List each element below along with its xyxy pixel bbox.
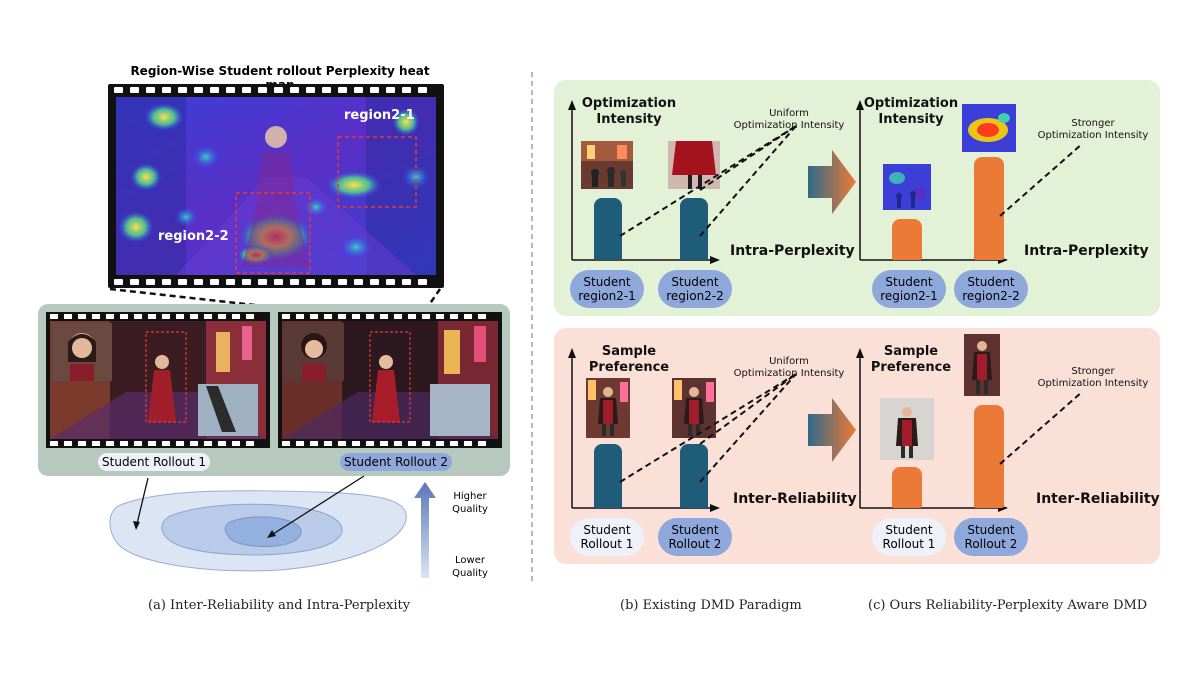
top-left-pill-1: Student region2-1 <box>570 270 644 308</box>
bottom-left-axes <box>568 348 720 512</box>
lower-quality-label: Lower Quality <box>452 555 488 579</box>
top-right-bar-2 <box>974 157 1004 260</box>
rollout-1-frame <box>46 312 270 448</box>
top-right-axes <box>856 100 1008 264</box>
quality-landscape <box>109 475 407 572</box>
top-right-bar-1 <box>892 219 922 260</box>
top-right-dashed-line <box>999 143 1083 217</box>
top-left-y-title: Optimization Intensity <box>581 96 677 127</box>
top-left-thumb-2 <box>668 141 720 189</box>
top-right-thumb-2 <box>962 104 1016 152</box>
region-2-1-label: region2-1 <box>344 108 415 123</box>
bottom-left-bar-2 <box>680 444 708 508</box>
bottom-transition-arrow <box>808 398 856 462</box>
student-rollout-1-label: Student Rollout 1 <box>98 453 210 471</box>
top-right-pill-1: Student region2-1 <box>872 270 946 308</box>
top-left-axes <box>568 100 720 264</box>
quality-arrow <box>414 482 436 578</box>
bottom-right-bar-1 <box>892 467 922 508</box>
top-left-pill-2: Student region2-2 <box>658 270 732 308</box>
bottom-left-y-title: Sample Preference <box>588 344 670 375</box>
top-left-thumb-1 <box>581 141 633 189</box>
caption-c: (c) Ours Reliability-Perplexity Aware DM… <box>868 598 1148 613</box>
zoom-connector-lines <box>109 287 442 320</box>
heatmap-filmstrip: region2-1 region2-2 <box>108 84 444 288</box>
bottom-right-bar-2 <box>974 405 1004 508</box>
bottom-right-pill-1: Student Rollout 1 <box>872 518 946 556</box>
bottom-left-thumb-1 <box>586 378 630 438</box>
bottom-right-x-label: Inter-Reliability <box>1036 491 1160 507</box>
top-right-x-label: Intra-Perplexity <box>1024 243 1149 259</box>
bottom-left-dashed-lines <box>619 373 797 483</box>
bottom-right-thumb-2 <box>964 334 1000 396</box>
top-left-bar-1 <box>594 198 622 260</box>
student-rollout-2-label: Student Rollout 2 <box>340 453 452 471</box>
top-right-y-title: Optimization Intensity <box>863 96 959 127</box>
top-left-note: Uniform Optimization Intensity <box>733 108 845 131</box>
bottom-left-thumb-2 <box>672 378 716 438</box>
bottom-left-note: Uniform Optimization Intensity <box>733 356 845 379</box>
bottom-left-pill-2: Student Rollout 2 <box>658 518 732 556</box>
higher-quality-label: Higher Quality <box>452 491 488 515</box>
caption-a: (a) Inter-Reliability and Intra-Perplexi… <box>148 598 411 613</box>
bottom-right-dashed-line <box>999 391 1083 465</box>
top-right-pill-2: Student region2-2 <box>954 270 1028 308</box>
top-transition-arrow <box>808 150 856 214</box>
caption-b: (b) Existing DMD Paradigm <box>620 598 802 613</box>
top-right-thumb-1 <box>883 164 931 210</box>
rollout-2-image <box>282 314 498 446</box>
region-2-2-label: region2-2 <box>158 229 229 244</box>
inter-reliability-panel <box>554 328 1160 564</box>
bottom-left-pill-1: Student Rollout 1 <box>570 518 644 556</box>
bottom-right-pill-2: Student Rollout 2 <box>954 518 1028 556</box>
bottom-left-x-label: Inter-Reliability <box>733 491 857 507</box>
bottom-right-thumb-1 <box>880 398 934 460</box>
top-left-dashed-lines <box>619 125 797 237</box>
intra-perplexity-panel <box>554 80 1160 316</box>
section-divider <box>531 72 533 582</box>
top-right-note: Stronger Optimization Intensity <box>1037 118 1149 141</box>
bottom-left-bar-1 <box>594 444 622 508</box>
bottom-right-y-title: Sample Preference <box>870 344 952 375</box>
filmstrip-holes-bottom <box>114 279 427 285</box>
rollout-1-image <box>50 314 266 446</box>
top-left-x-label: Intra-Perplexity <box>730 243 855 259</box>
filmstrip-holes-top <box>114 87 427 93</box>
rollout-2-frame <box>278 312 502 448</box>
heatmap-image <box>116 97 436 275</box>
bottom-right-note: Stronger Optimization Intensity <box>1037 366 1149 389</box>
top-left-bar-2 <box>680 198 708 260</box>
